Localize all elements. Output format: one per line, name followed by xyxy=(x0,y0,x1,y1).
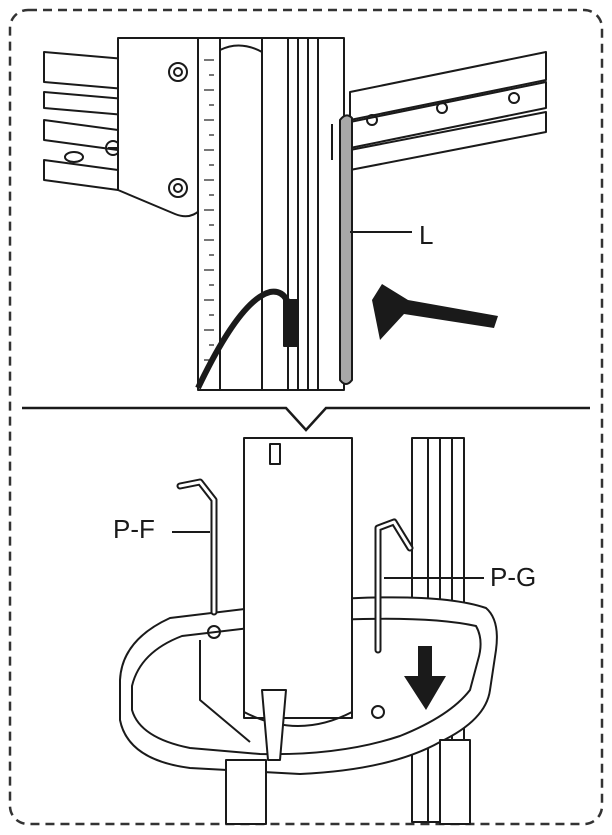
bottom-panel-illustration xyxy=(119,437,498,825)
top-panel-illustration xyxy=(43,37,547,391)
panel-divider xyxy=(22,406,590,432)
callout-label-pg: P-G xyxy=(490,562,537,592)
arrow-right-icon xyxy=(372,284,498,340)
dashed-frame xyxy=(8,8,604,826)
callout-label-l: L xyxy=(419,220,434,250)
callout-label-pf: P-F xyxy=(113,514,155,544)
arrow-down-icon xyxy=(404,646,446,710)
